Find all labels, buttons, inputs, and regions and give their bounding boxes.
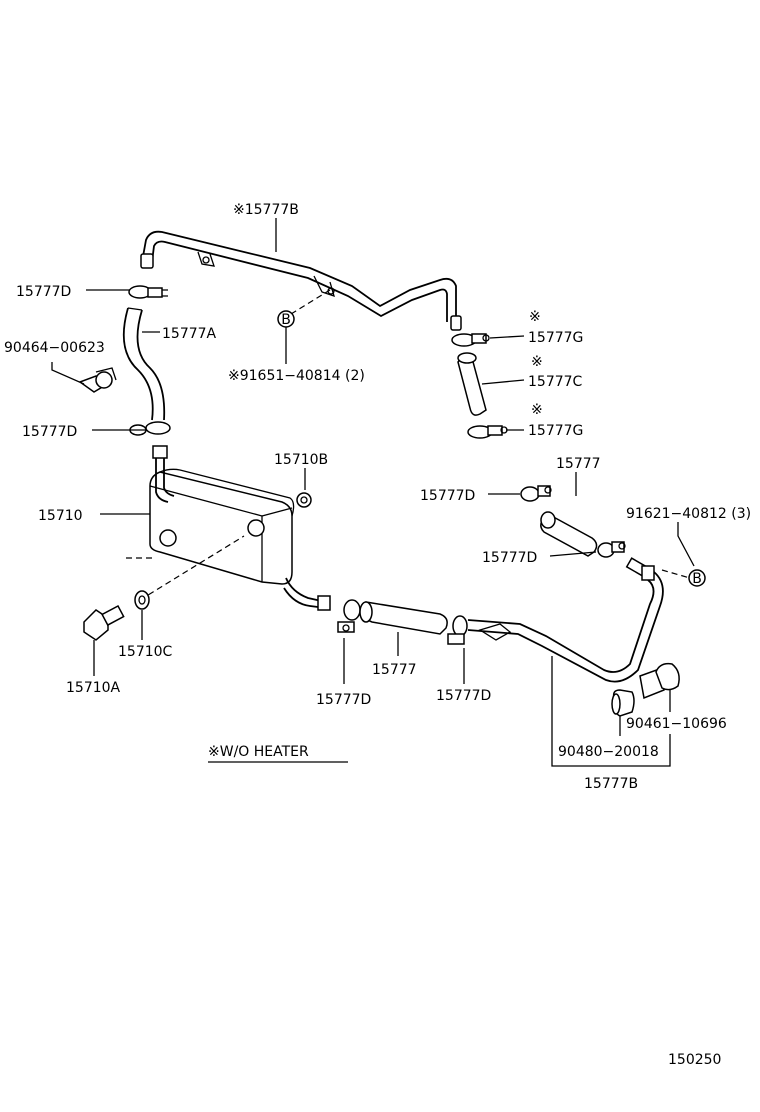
label-15777d-4: 15777D [482,550,537,566]
label-90480: 90480−20018 [558,744,659,760]
label-15777d-6: 15777D [436,688,491,704]
hose-clamp-15777d-4 [597,541,626,558]
hose-clamp-15777d-1 [128,285,168,299]
label-15777d-3: 15777D [420,488,475,504]
reference-marker-b-2: B [688,569,706,587]
label-15777b-top: ※15777B [233,202,299,218]
label-90461: 90461−10696 [626,716,727,732]
oil-cooler-15710 [149,445,331,611]
hose-15777-lower [359,601,448,635]
clip-90464 [78,367,117,393]
hose-clamp-15777d-2 [128,421,171,436]
figure-code: 150250 [668,1052,721,1068]
label-15710a: 15710A [66,680,121,696]
star-mark-1: ※ [529,309,541,325]
label-15777d-5: 15777D [316,692,371,708]
label-15710b: 15710B [274,452,328,468]
marker-b-text-1: B [281,312,291,328]
washer-15710c [134,590,150,610]
label-15777c: 15777C [528,374,583,390]
label-15777-right: 15777 [556,456,601,472]
label-90464: 90464−00623 [4,340,105,356]
leader-lines [51,218,695,767]
star-mark-2: ※ [531,354,543,370]
reference-marker-b-1: B [277,310,295,328]
grommet-90461 [639,662,680,700]
hose-clamp-15777g-2 [467,425,508,439]
gasket-15710b [296,492,312,508]
label-91651: ※91651−40814 (2) [228,368,365,384]
upper-pipe-15777B [140,230,462,331]
star-mark-3: ※ [531,402,543,418]
hose-clamp-15777d-3 [520,485,552,502]
label-15777b-bottom: 15777B [584,776,638,792]
label-15777-lower: 15777 [372,662,417,678]
note-wo-heater: ※W/O HEATER [208,744,309,760]
label-15777d-1: 15777D [16,284,71,300]
label-15777g-1: 15777G [528,330,583,346]
hose-clamp-15777d-5 [337,599,361,633]
marker-b-text-2: B [692,571,702,587]
hose-clamp-15777g-1 [451,333,490,347]
part-labels: ※15777B 15777D 15777A 90464−00623 ※91651… [4,202,751,1068]
label-15777a: 15777A [162,326,217,342]
hose-15777-right [540,511,598,557]
union-bolt-15710a [83,604,125,641]
label-91621: 91621−40812 (3) [626,506,751,522]
label-15710c: 15710C [118,644,173,660]
hose-clamp-15777d-6 [447,615,468,645]
label-15710: 15710 [38,508,83,524]
hose-15777c [457,352,487,416]
label-15777g-2: 15777G [528,423,583,439]
label-15777d-2: 15777D [22,424,77,440]
hose-15777a [122,307,166,421]
lower-pipe-15777b [467,571,664,683]
fitting-91621 [625,557,655,581]
grommet-90480 [611,689,635,717]
